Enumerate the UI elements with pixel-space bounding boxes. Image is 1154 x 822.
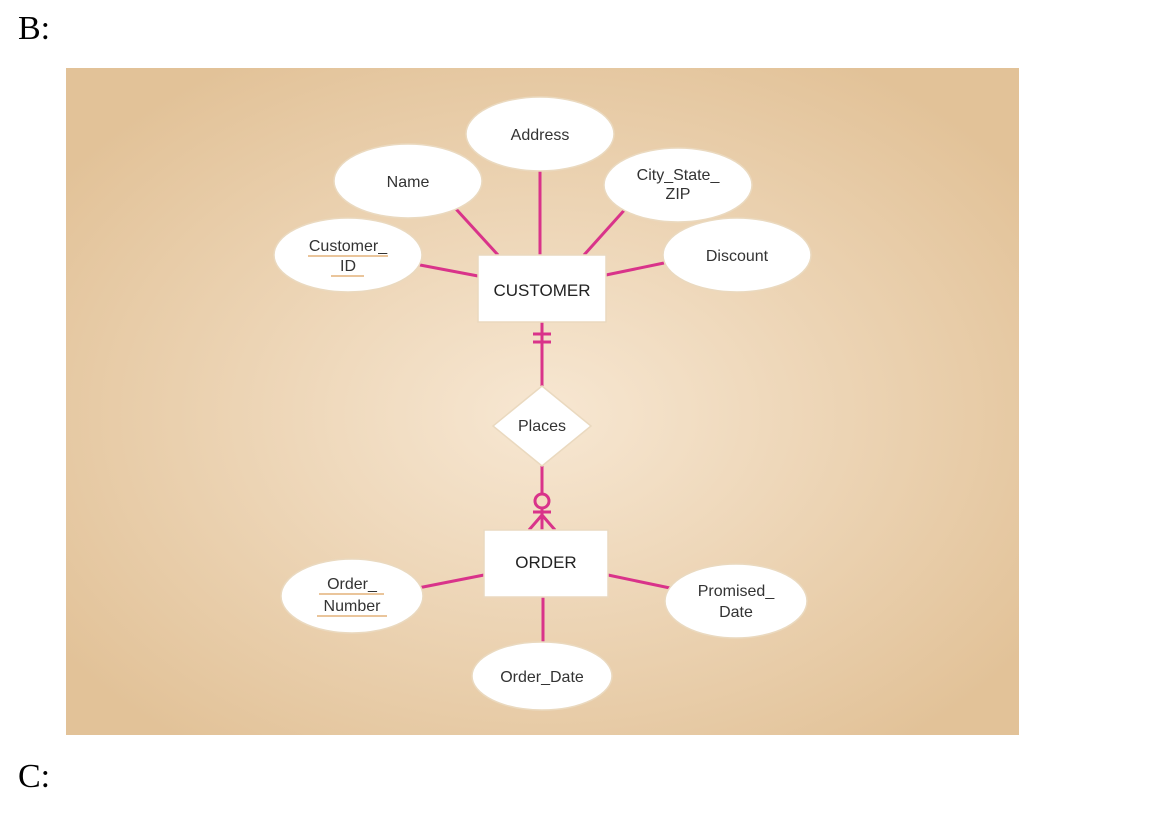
connector-name [454,207,500,257]
places-label: Places [518,418,566,435]
customer-relationship-line [533,322,551,386]
connector-promised-date [607,573,671,590]
connector-city [582,204,630,257]
order-connectors [417,573,671,642]
svg-text:Promised_: Promised_ [698,583,776,600]
places-relationship: Places [491,385,593,467]
customer-entity: CUSTOMER [477,254,607,323]
svg-text:Order_: Order_ [327,576,378,593]
order-entity: ORDER [483,529,609,598]
attribute-name: Name [333,143,483,219]
section-label-c: C: [18,758,51,795]
order-relationship-line [527,466,557,531]
svg-text:Number: Number [324,598,382,615]
er-diagram: CUSTOMER Places ORDER Address Name City_… [66,68,1019,735]
customer-entity-label: CUSTOMER [494,281,591,300]
attribute-customer-id: Customer_ ID [273,217,423,293]
customer-connectors [419,171,665,278]
order-entity-label: ORDER [515,553,576,572]
svg-text:Customer_: Customer_ [309,238,388,255]
svg-text:Order_Date: Order_Date [500,669,584,686]
attribute-discount: Discount [662,217,812,293]
section-label-b: B: [18,10,51,47]
svg-text:City_State_: City_State_ [637,167,721,184]
connector-discount [605,261,665,277]
zero-circle [533,492,551,510]
attribute-promised-date: Promised_ Date [664,563,808,639]
connector-order-number [417,573,485,590]
crowfoot-left [527,514,544,531]
connector-customer-id [419,263,479,278]
attribute-city-state-zip: City_State_ ZIP [603,147,753,223]
svg-text:Name: Name [387,174,430,191]
crowfoot-right [540,514,557,531]
attribute-order-date: Order_Date [471,641,613,711]
svg-text:Discount: Discount [706,248,769,265]
attribute-order-number: Order_ Number [280,558,424,634]
svg-text:ZIP: ZIP [666,186,691,203]
svg-text:Address: Address [511,127,570,144]
svg-text:Date: Date [719,604,753,621]
attribute-address: Address [465,96,615,172]
svg-text:ID: ID [340,258,356,275]
